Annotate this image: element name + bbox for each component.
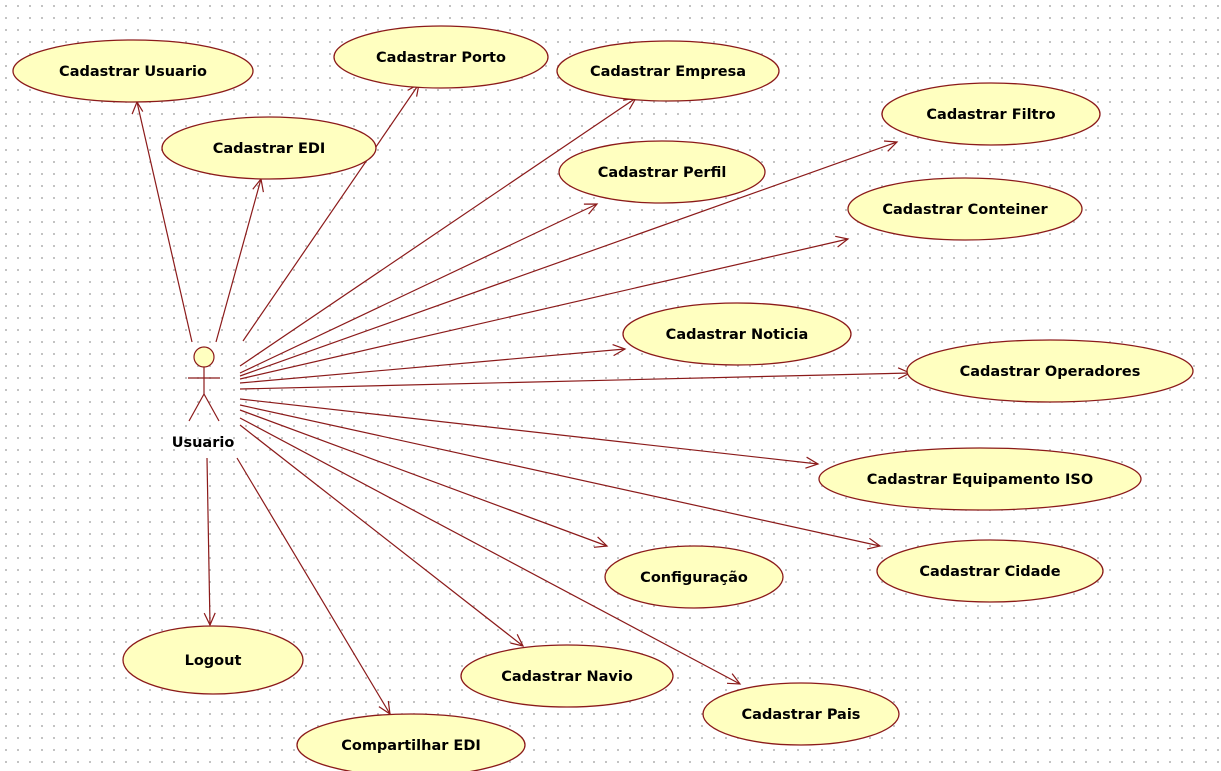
use-case-logout[interactable]: Logout — [122, 625, 304, 695]
arrowhead-cadastrar-equipamento-iso — [805, 456, 820, 469]
use-case-cadastrar-perfil[interactable]: Cadastrar Perfil — [558, 140, 766, 204]
arrowhead-cadastrar-noticia — [612, 344, 627, 357]
assoc-cadastrar-equipamento-iso — [239, 398, 819, 465]
associations — [131, 82, 912, 716]
arrowhead-cadastrar-usuario — [131, 100, 144, 115]
assoc-cadastrar-perfil — [239, 203, 598, 374]
actor-left-leg — [188, 393, 205, 422]
assoc-compartilhar-edi — [236, 457, 391, 715]
actor-right-leg — [203, 393, 220, 422]
use-case-label: Compartilhar EDI — [341, 738, 481, 754]
use-case-label: Cadastrar Operadores — [960, 364, 1141, 380]
assoc-cadastrar-edi — [215, 178, 262, 343]
use-case-label: Cadastrar Filtro — [926, 107, 1055, 123]
assoc-cadastrar-porto — [242, 83, 420, 342]
use-case-label: Cadastrar Equipamento ISO — [867, 472, 1093, 488]
assoc-cadastrar-filtro — [239, 141, 898, 377]
use-case-label: Cadastrar Pais — [742, 707, 861, 723]
actor-usuario[interactable]: Usuario — [172, 346, 235, 451]
arrowhead-cadastrar-navio — [510, 634, 525, 647]
arrowhead-cadastrar-pais — [726, 673, 742, 685]
use-case-cadastrar-filtro[interactable]: Cadastrar Filtro — [881, 82, 1101, 146]
use-case-cadastrar-navio[interactable]: Cadastrar Navio — [460, 644, 674, 708]
use-case-label: Cadastrar Porto — [376, 50, 506, 66]
assoc-cadastrar-operadores — [239, 372, 911, 390]
arrowhead-cadastrar-perfil — [583, 203, 599, 215]
use-case-cadastrar-usuario[interactable]: Cadastrar Usuario — [12, 39, 254, 103]
use-case-cadastrar-porto[interactable]: Cadastrar Porto — [333, 25, 549, 89]
assoc-cadastrar-cidade — [239, 404, 881, 547]
assoc-configuracao — [239, 409, 608, 547]
arrowhead-cadastrar-filtro — [883, 140, 899, 152]
use-cases: Cadastrar Usuario Cadastrar Porto Cadast… — [12, 25, 1194, 771]
assoc-cadastrar-conteiner — [239, 238, 849, 380]
assoc-cadastrar-usuario — [136, 101, 193, 343]
use-case-label: Cadastrar Noticia — [666, 327, 809, 343]
use-case-cadastrar-equipamento-iso[interactable]: Cadastrar Equipamento ISO — [818, 447, 1142, 511]
use-case-label: Cadastrar Perfil — [598, 165, 727, 181]
use-case-label: Cadastrar Navio — [501, 669, 633, 685]
use-case-label: Cadastrar EDI — [213, 141, 326, 157]
assoc-cadastrar-empresa — [239, 97, 637, 367]
use-case-compartilhar-edi[interactable]: Compartilhar EDI — [296, 713, 526, 771]
use-case-cadastrar-operadores[interactable]: Cadastrar Operadores — [906, 339, 1194, 403]
use-case-label: Cadastrar Usuario — [59, 64, 207, 80]
arrowhead-configuracao — [593, 536, 609, 548]
use-case-label: Logout — [185, 653, 242, 669]
assoc-cadastrar-noticia — [239, 348, 626, 384]
use-case-cadastrar-conteiner[interactable]: Cadastrar Conteiner — [847, 177, 1083, 241]
arrowhead-cadastrar-cidade — [866, 537, 882, 550]
use-case-label: Cadastrar Conteiner — [882, 202, 1048, 218]
use-case-cadastrar-empresa[interactable]: Cadastrar Empresa — [556, 40, 780, 102]
use-case-configuracao[interactable]: Configuração — [604, 545, 784, 609]
use-case-cadastrar-pais[interactable]: Cadastrar Pais — [702, 682, 900, 746]
use-case-label: Cadastrar Cidade — [919, 564, 1060, 580]
use-case-label: Configuração — [640, 570, 748, 586]
use-case-cadastrar-noticia[interactable]: Cadastrar Noticia — [622, 302, 852, 366]
assoc-logout — [206, 457, 211, 626]
assoc-cadastrar-navio — [239, 424, 524, 647]
actor-label: Usuario — [172, 435, 235, 451]
use-case-cadastrar-edi[interactable]: Cadastrar EDI — [161, 116, 377, 180]
assoc-cadastrar-pais — [239, 417, 741, 685]
arrowhead-logout — [203, 612, 216, 627]
use-case-label: Cadastrar Empresa — [590, 64, 746, 80]
arrowhead-cadastrar-conteiner — [835, 235, 850, 248]
actor-head — [193, 346, 215, 368]
use-case-cadastrar-cidade[interactable]: Cadastrar Cidade — [876, 539, 1104, 603]
